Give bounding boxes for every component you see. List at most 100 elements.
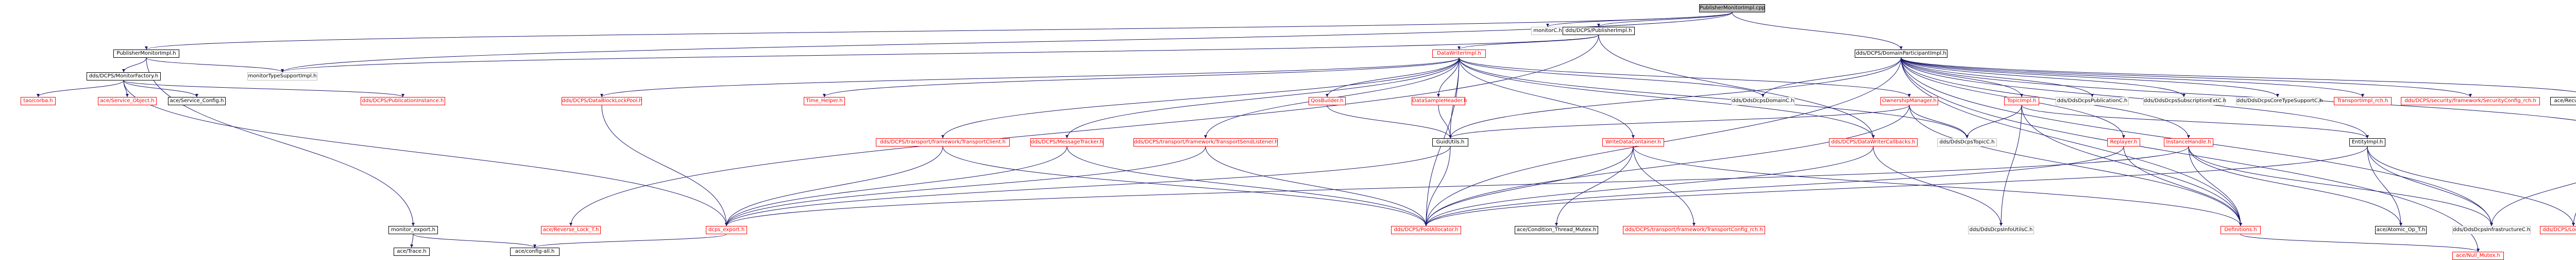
- edge-domainParticipantImplH-to-entityImplH: [1901, 57, 2369, 139]
- edge-topicImplH-to-definitionsH: [2021, 105, 2242, 226]
- node-topicImplH[interactable]: TopicImpl.h: [2004, 97, 2039, 105]
- edge-monitorExportH-to-aceTraceH: [410, 234, 414, 248]
- edge-publisherImplH-to-monitorTypeSupportImplH: [281, 35, 1599, 73]
- edge-monitorFactoryH-to-publicationInstanceH: [123, 80, 404, 98]
- edge-ownershipManagerH-to-guidUtilsH: [1449, 105, 1910, 139]
- edge-root-to-publisherImplH: [1597, 12, 1733, 27]
- edge-instanceHandleH-to-aceAtomicOpTH: [2188, 146, 2402, 226]
- edge-publisherImplH-to-aceReverseLockTH: [569, 35, 1599, 226]
- edge-writeDataContainerH-to-transportConfigRchH: [1633, 146, 1696, 226]
- edge-entityImplH-to-aceAtomicOpTH: [2367, 146, 2402, 226]
- edge-writeDataContainerH-to-poolAllocatorH: [1425, 146, 1634, 226]
- node-guidUtilsH[interactable]: GuidUtils.h: [1432, 138, 1468, 147]
- node-poolAllocatorH[interactable]: dds/DCPS/PoolAllocator.h: [1391, 226, 1461, 234]
- node-aceReverseLockTH[interactable]: ace/Reverse_Lock_T.h: [541, 226, 601, 234]
- edge-dataWriterImplH-to-ddsDcpsTopicCH: [1459, 57, 1969, 139]
- edge-publisherImplH-to-dataWriterImplH: [1458, 35, 1599, 50]
- edge-domainParticipantImplH-to-ddsDcpsSubscriptionExtCH: [1901, 57, 2185, 98]
- edge-guidUtilsH-to-dcpsExportH: [725, 146, 1451, 226]
- node-ddsDcpsCoreTypeSupportCH: dds/DdsDcpsCoreTypeSupportC.h: [2236, 97, 2323, 105]
- edge-messageTrackerH-to-dcpsExportH: [725, 146, 1067, 226]
- node-ownershipManagerH[interactable]: OwnershipManager.h: [1880, 97, 1938, 105]
- node-definitionsH[interactable]: Definitions.h: [2221, 226, 2261, 234]
- node-writeDataContainerH[interactable]: WriteDataContainer.h: [1602, 138, 1664, 147]
- node-dataWriterCallbacksH[interactable]: dds/DCPS/DataWriterCallbacks.h: [1829, 138, 1918, 147]
- node-transportClientH[interactable]: dds/DCPS/transport/framework/TransportCl…: [876, 138, 1010, 147]
- node-taoCorbaH[interactable]: tao/corba.h: [21, 97, 56, 105]
- edge-dataWriterImplH-to-ddsDcpsDomainCH: [1459, 57, 1765, 98]
- edge-domainParticipantImplH-to-ddsDcpsDomainCH: [1761, 57, 1902, 98]
- edge-dataWriterCallbacksH-to-poolAllocatorH: [1425, 146, 1874, 226]
- edge-domainParticipantImplH-to-guidUtilsH: [1449, 57, 1902, 139]
- edge-domainParticipantImplH-to-instanceHandleH: [1901, 57, 2190, 139]
- node-entityImplH[interactable]: EntityImpl.h: [2349, 138, 2385, 147]
- edge-dataWriterCallbacksH-to-ddsDcpsInfoUtilsH: [1873, 146, 2003, 226]
- node-securityConfigRchH[interactable]: dds/DCPS/security/framework/SecurityConf…: [2401, 97, 2540, 105]
- node-qosBuilderH[interactable]: QosBuilder.h: [1309, 97, 1346, 105]
- edge-transportSendListenerH-to-poolAllocatorH: [1205, 146, 1428, 226]
- edge-dataWriterImplH-to-messageTrackerH: [1065, 57, 1460, 139]
- edge-monitorFactoryH-to-aceServiceConfigH: [123, 80, 198, 98]
- node-ddsDcpsSubscriptionExtCH: dds/DdsDcpsSubscriptionExtC.h: [2143, 97, 2226, 105]
- edge-publisherMonitorImplH-to-monitorExportH: [146, 57, 415, 226]
- edge-entityImplH-to-poolAllocatorH: [1425, 146, 2368, 226]
- edge-transportSendListenerH-to-dcpsExportH: [725, 146, 1206, 226]
- node-aceConfigAllH[interactable]: ace/config-all.h: [510, 248, 560, 256]
- node-transportConfigRchH[interactable]: dds/DCPS/transport/framework/TransportCo…: [1623, 226, 1765, 234]
- edge-domainParticipantImplH-to-ddsDcpsPublicationCH: [1901, 57, 2094, 98]
- edge-dcpsExportH-to-aceConfigAllH: [533, 234, 727, 248]
- node-aceServiceObjectH[interactable]: ace/Service_Object.h: [98, 97, 157, 105]
- node-aceRecursiveThreadMutexH[interactable]: ace/Recursive_Thread_Mutex.h: [2550, 97, 2576, 105]
- edge-root-to-monitorTypeSupportImplH: [281, 12, 1733, 73]
- edge-domainParticipantImplH-to-topicImplH: [1901, 57, 2023, 98]
- node-domainParticipantImplH[interactable]: dds/DCPS/DomainParticipantImpl.h: [1855, 50, 1947, 58]
- node-publicationInstanceH[interactable]: dds/DCPS/PublicationInstance.h: [361, 97, 445, 105]
- edge-domainParticipantImplH-to-transportImplRchH: [1901, 57, 2364, 98]
- edge-definitionsH-to-aceNullMutexH: [2240, 234, 2480, 252]
- node-aceConditionThreadMutexH[interactable]: ace/Condition_Thread_Mutex.h: [1515, 226, 1598, 234]
- node-replayerH[interactable]: Replayer.h: [2107, 138, 2140, 147]
- edge-domainParticipantImplH-to-definitionsH: [1901, 57, 2242, 226]
- node-aceNullMutexH[interactable]: ace/Null_Mutex.h: [2452, 252, 2504, 260]
- node-publisherImplH[interactable]: dds/DCPS/PublisherImpl.h: [1563, 27, 1635, 35]
- edge-guidUtilsH-to-poolAllocatorH: [1425, 146, 1451, 226]
- node-dataBlockLockPoolH[interactable]: dds/DCPS/DataBlockLockPool.h: [562, 97, 642, 105]
- node-messageTrackerH[interactable]: dds/DCPS/MessageTracker.h: [1030, 138, 1104, 147]
- node-ddsDcpsDomainCH: dds/DdsDcpsDomainC.h: [1731, 97, 1795, 105]
- node-aceAtomicOpTH[interactable]: ace/Atomic_Op_T.h: [2375, 226, 2427, 234]
- node-localObjectH[interactable]: dds/DCPS/LocalObject.h: [2540, 226, 2576, 234]
- edge-transportClientH-to-dcpsExportH: [725, 146, 943, 226]
- node-timeHelperH[interactable]: Time_Helper.h: [804, 97, 845, 105]
- node-dcpsExportH[interactable]: dcps_export.h: [706, 226, 747, 234]
- edge-ownershipManagerH-to-poolAllocatorH: [1425, 105, 1910, 226]
- edge-entityImplH-to-localObjectH: [2367, 146, 2575, 226]
- node-transportImplRchH[interactable]: TransportImpl_rch.h: [2334, 97, 2392, 105]
- edge-recorderH-to-ddsDcpsInfrastructureCH: [2490, 182, 2576, 226]
- node-ddsDcpsInfoUtilsH: dds/DdsDcpsInfoUtilsC.h: [1968, 226, 2034, 234]
- node-monitorC: monitorC.h: [1531, 27, 1564, 35]
- node-instanceHandleH[interactable]: InstanceHandle.h: [2164, 138, 2213, 147]
- node-dataSampleHeaderH[interactable]: DataSampleHeader.h: [1412, 97, 1467, 105]
- edge-root-to-monitorC: [1546, 12, 1733, 27]
- node-ddsDcpsPublicationCH: dds/DdsDcpsPublicationC.h: [2056, 97, 2129, 105]
- edge-dataWriterImplH-to-writeDataContainerH: [1459, 57, 1635, 139]
- node-publisherMonitorImplH[interactable]: PublisherMonitorImpl.h: [113, 50, 179, 58]
- node-monitorExportH[interactable]: monitor_export.h: [388, 226, 438, 234]
- edge-ownershipManagerH-to-ddsDcpsTopicCH: [1909, 105, 1969, 139]
- node-monitorFactoryH[interactable]: dds/DCPS/MonitorFactory.h: [87, 72, 161, 80]
- node-aceTraceH[interactable]: ace/Trace.h: [394, 248, 430, 256]
- node-dataWriterImplH[interactable]: DataWriterImpl.h: [1432, 50, 1486, 58]
- edge-topicImplH-to-entityImplH: [2021, 105, 2369, 139]
- edge-qosBuilderH-to-guidUtilsH: [1327, 105, 1452, 139]
- edge-writeDataContainerH-to-aceConditionThreadMutexH: [1555, 146, 1634, 226]
- edge-monitorExportH-to-aceConfigAllH: [413, 234, 536, 248]
- edge-instanceHandleH-to-dcpsExportH: [725, 146, 2189, 226]
- edge-transportClientH-to-poolAllocatorH: [942, 146, 1428, 226]
- edge-ownershipManagerH-to-definitionsH: [1909, 105, 2242, 226]
- node-transportSendListenerH[interactable]: dds/DCPS/transport/framework/TransportSe…: [1133, 138, 1278, 147]
- edge-dataWriterImplH-to-dataSampleHeaderH: [1437, 57, 1460, 98]
- node-aceServiceConfigH[interactable]: ace/Service_Config.h: [168, 97, 226, 105]
- edge-dataWriterImplH-to-timeHelperH: [823, 57, 1460, 98]
- edge-dataBlockLockPoolH-to-dcpsExportH: [601, 105, 728, 226]
